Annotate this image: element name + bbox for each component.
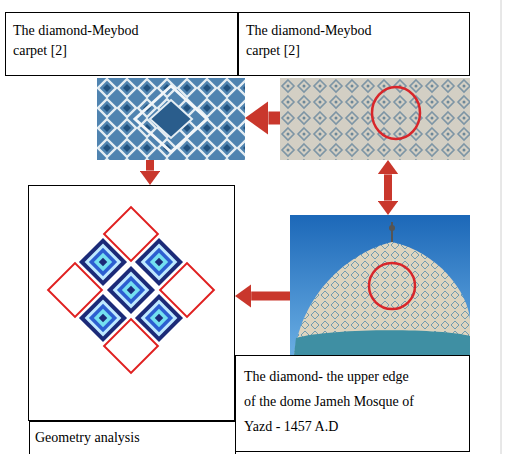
flow-arrow [384,174,392,200]
label-text: The diamond-Meybod carpet [2] [13,21,153,61]
label-text: The diamond-Meybod carpet [2] [246,21,386,61]
diamond-ring [122,281,140,299]
label-text: The diamond- the upper edge of the dome … [244,364,418,439]
diamond-ring [145,304,173,332]
diamond-ring [145,248,173,276]
caption-box: The diamond- the upper edge of the dome … [235,355,470,452]
blue-diamond [79,294,127,342]
diamond-ring [99,258,107,266]
diamond-ring [94,253,112,271]
diamond-ring [141,300,178,337]
diamond-ring [89,248,117,276]
geometry-drawing [48,207,214,373]
diamond-ring [113,272,150,309]
flow-arrow [268,112,280,125]
diamond-ring [150,309,168,327]
diamond-ring [141,244,178,281]
heading-box: The diamond-Meybod carpet [2] [5,12,238,76]
dome-finial [389,225,395,231]
diamond-ring [85,244,122,281]
diamond-ring [135,294,183,342]
blue-diamond [135,294,183,342]
dome-band [294,330,470,355]
diamond-ring [79,294,127,342]
diamond-ring [94,309,112,327]
carpet-motif [135,86,207,152]
diamond-ring [155,314,163,322]
page-edge [501,0,502,454]
highlight-circle [372,87,420,139]
photo-panel: The diamond-Meybod carpet [2] [97,78,245,160]
geometry-box: Geometry analysis [28,185,235,421]
photo-panel: The diamond- the upper edge of the dome … [290,215,470,355]
caption-box: Geometry analysis [29,421,236,454]
diamond-ring [117,276,145,304]
dome-shape [294,242,470,355]
diamond-ring [89,304,117,332]
tile-photo [280,78,470,160]
flow-arrow [251,292,290,301]
carpet-photo [97,78,245,160]
diamond-ring [85,300,122,337]
dome-photo [290,215,470,355]
flow-arrow [146,160,154,171]
label-text: Geometry analysis [35,428,225,448]
heading-box: The diamond-Meybod carpet [2] [238,12,470,76]
diamond-ring [127,286,135,294]
highlight-circle [369,263,415,309]
carpet-motif [150,100,192,138]
diamond-ring [99,314,107,322]
diamond-ring [150,253,168,271]
diamond-ring [155,258,163,266]
photo-panel: The diamond-Meybod carpet [2] [280,78,470,160]
